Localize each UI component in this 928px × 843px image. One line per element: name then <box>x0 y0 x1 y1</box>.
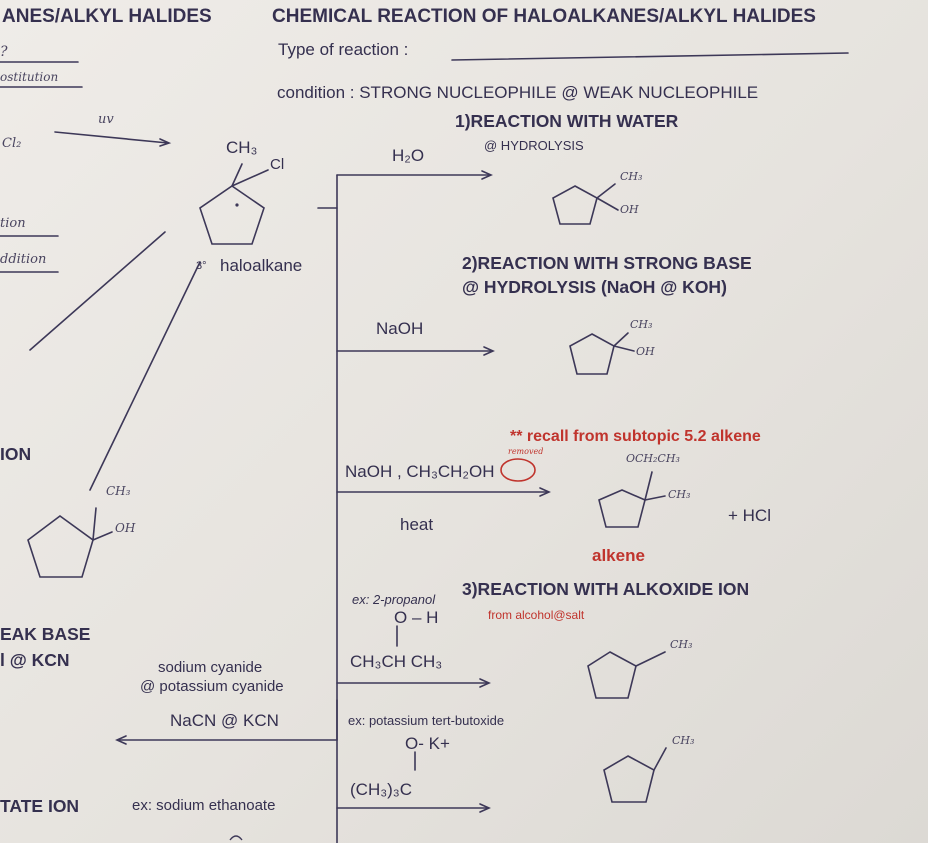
left-addition: ddition <box>0 252 47 267</box>
r2-subtitle: @ HYDROLYSIS (NaOH @ KOH) <box>462 277 727 297</box>
r3-ex2: ex: potassium tert-butoxide <box>348 713 505 728</box>
reactant-cl: Cl <box>270 156 285 173</box>
product-5-ring <box>603 755 655 803</box>
r2b-hcl: + HCl <box>728 506 771 525</box>
r2b-product-sub: OCH₂CH₃ <box>626 452 680 465</box>
circled-oh <box>500 458 536 482</box>
r2b-product-ch3: CH₃ <box>668 488 691 501</box>
condition-text: condition : STRONG NUCLEOPHILE @ WEAK NU… <box>277 83 759 102</box>
type-of-reaction-blank <box>451 52 849 61</box>
removed-note: removed <box>508 447 544 456</box>
r2-product-oh: OH <box>636 345 655 358</box>
r3-product1-ch3: CH₃ <box>670 638 693 651</box>
r3-title: 3)REACTION WITH ALKOXIDE ION <box>462 579 750 599</box>
product-1-ring <box>552 185 598 225</box>
left-uv: uv <box>98 112 114 127</box>
r1-title: 1)REACTION WITH WATER <box>455 111 679 131</box>
product-3-ring <box>598 489 646 528</box>
r3-chain: CH₃CH CH₃ <box>350 652 443 671</box>
left-q: ? <box>0 44 8 60</box>
reactant-ring <box>199 185 265 245</box>
page-title: CHEMICAL REACTION OF HALOALKANES/ALKYL H… <box>272 6 816 27</box>
left-tate-ion: TATE ION <box>0 796 80 816</box>
left-product-ring <box>27 515 94 578</box>
recall-note: ** recall from subtopic 5.2 alkene <box>510 428 761 445</box>
sodium-cyanide: sodium cyanide <box>158 659 263 676</box>
uv-arrow <box>54 131 169 144</box>
r2-reagent: NaOH <box>376 319 424 338</box>
r1-product-ch3: CH₃ <box>620 170 643 183</box>
product-4-ring <box>587 651 637 699</box>
reactant-ch3: CH₃ <box>226 138 258 157</box>
reactant-degree: 3° <box>196 260 207 272</box>
type-of-reaction-label: Type of reaction : <box>278 40 409 59</box>
ex-sodium-ethanoate: ex: sodium ethanoate <box>132 797 276 814</box>
product-2-ring <box>569 333 615 375</box>
r2-product-ch3: CH₃ <box>630 318 653 331</box>
left-ion: ION <box>0 444 32 464</box>
r3-tbu: (CH₃)₃C <box>350 780 412 799</box>
r3-product2-ch3: CH₃ <box>672 734 695 747</box>
r3-from: from alcohol@salt <box>488 608 585 622</box>
left-header: ANES/ALKYL HALIDES <box>2 6 212 27</box>
reactant-label: haloalkane <box>220 256 303 275</box>
potassium-cyanide: @ potassium cyanide <box>140 678 284 695</box>
diagonal-arrow-2 <box>89 261 201 491</box>
r3-ex1: ex: 2-propanol <box>352 592 436 607</box>
left-tion: tion <box>0 216 26 231</box>
r2-title: 2)REACTION WITH STRONG BASE <box>462 253 752 273</box>
r1-reagent: H₂O <box>392 146 425 165</box>
left-product-oh: OH <box>115 521 136 535</box>
left-product-ch3: CH₃ <box>106 484 131 498</box>
r1-note: @ HYDROLYSIS <box>484 138 584 153</box>
r3-ok-group: O- K+ <box>405 734 450 753</box>
nacn-reagent: NaCN @ KCN <box>170 711 279 730</box>
r2b-heat: heat <box>400 515 434 534</box>
left-cl2: Cl₂ <box>2 136 22 151</box>
left-kcn: l @ KCN <box>0 650 70 670</box>
r1-product-oh: OH <box>620 203 639 216</box>
diagonal-arrow-1 <box>29 231 166 351</box>
left-substitution: ostitution <box>0 70 59 84</box>
left-weak-base: EAK BASE <box>0 624 91 644</box>
r2b-reagent: NaOH , CH₃CH₂OH <box>345 462 495 481</box>
r3-oh-group: O – H <box>394 608 439 627</box>
alkene-label: alkene <box>592 546 645 565</box>
